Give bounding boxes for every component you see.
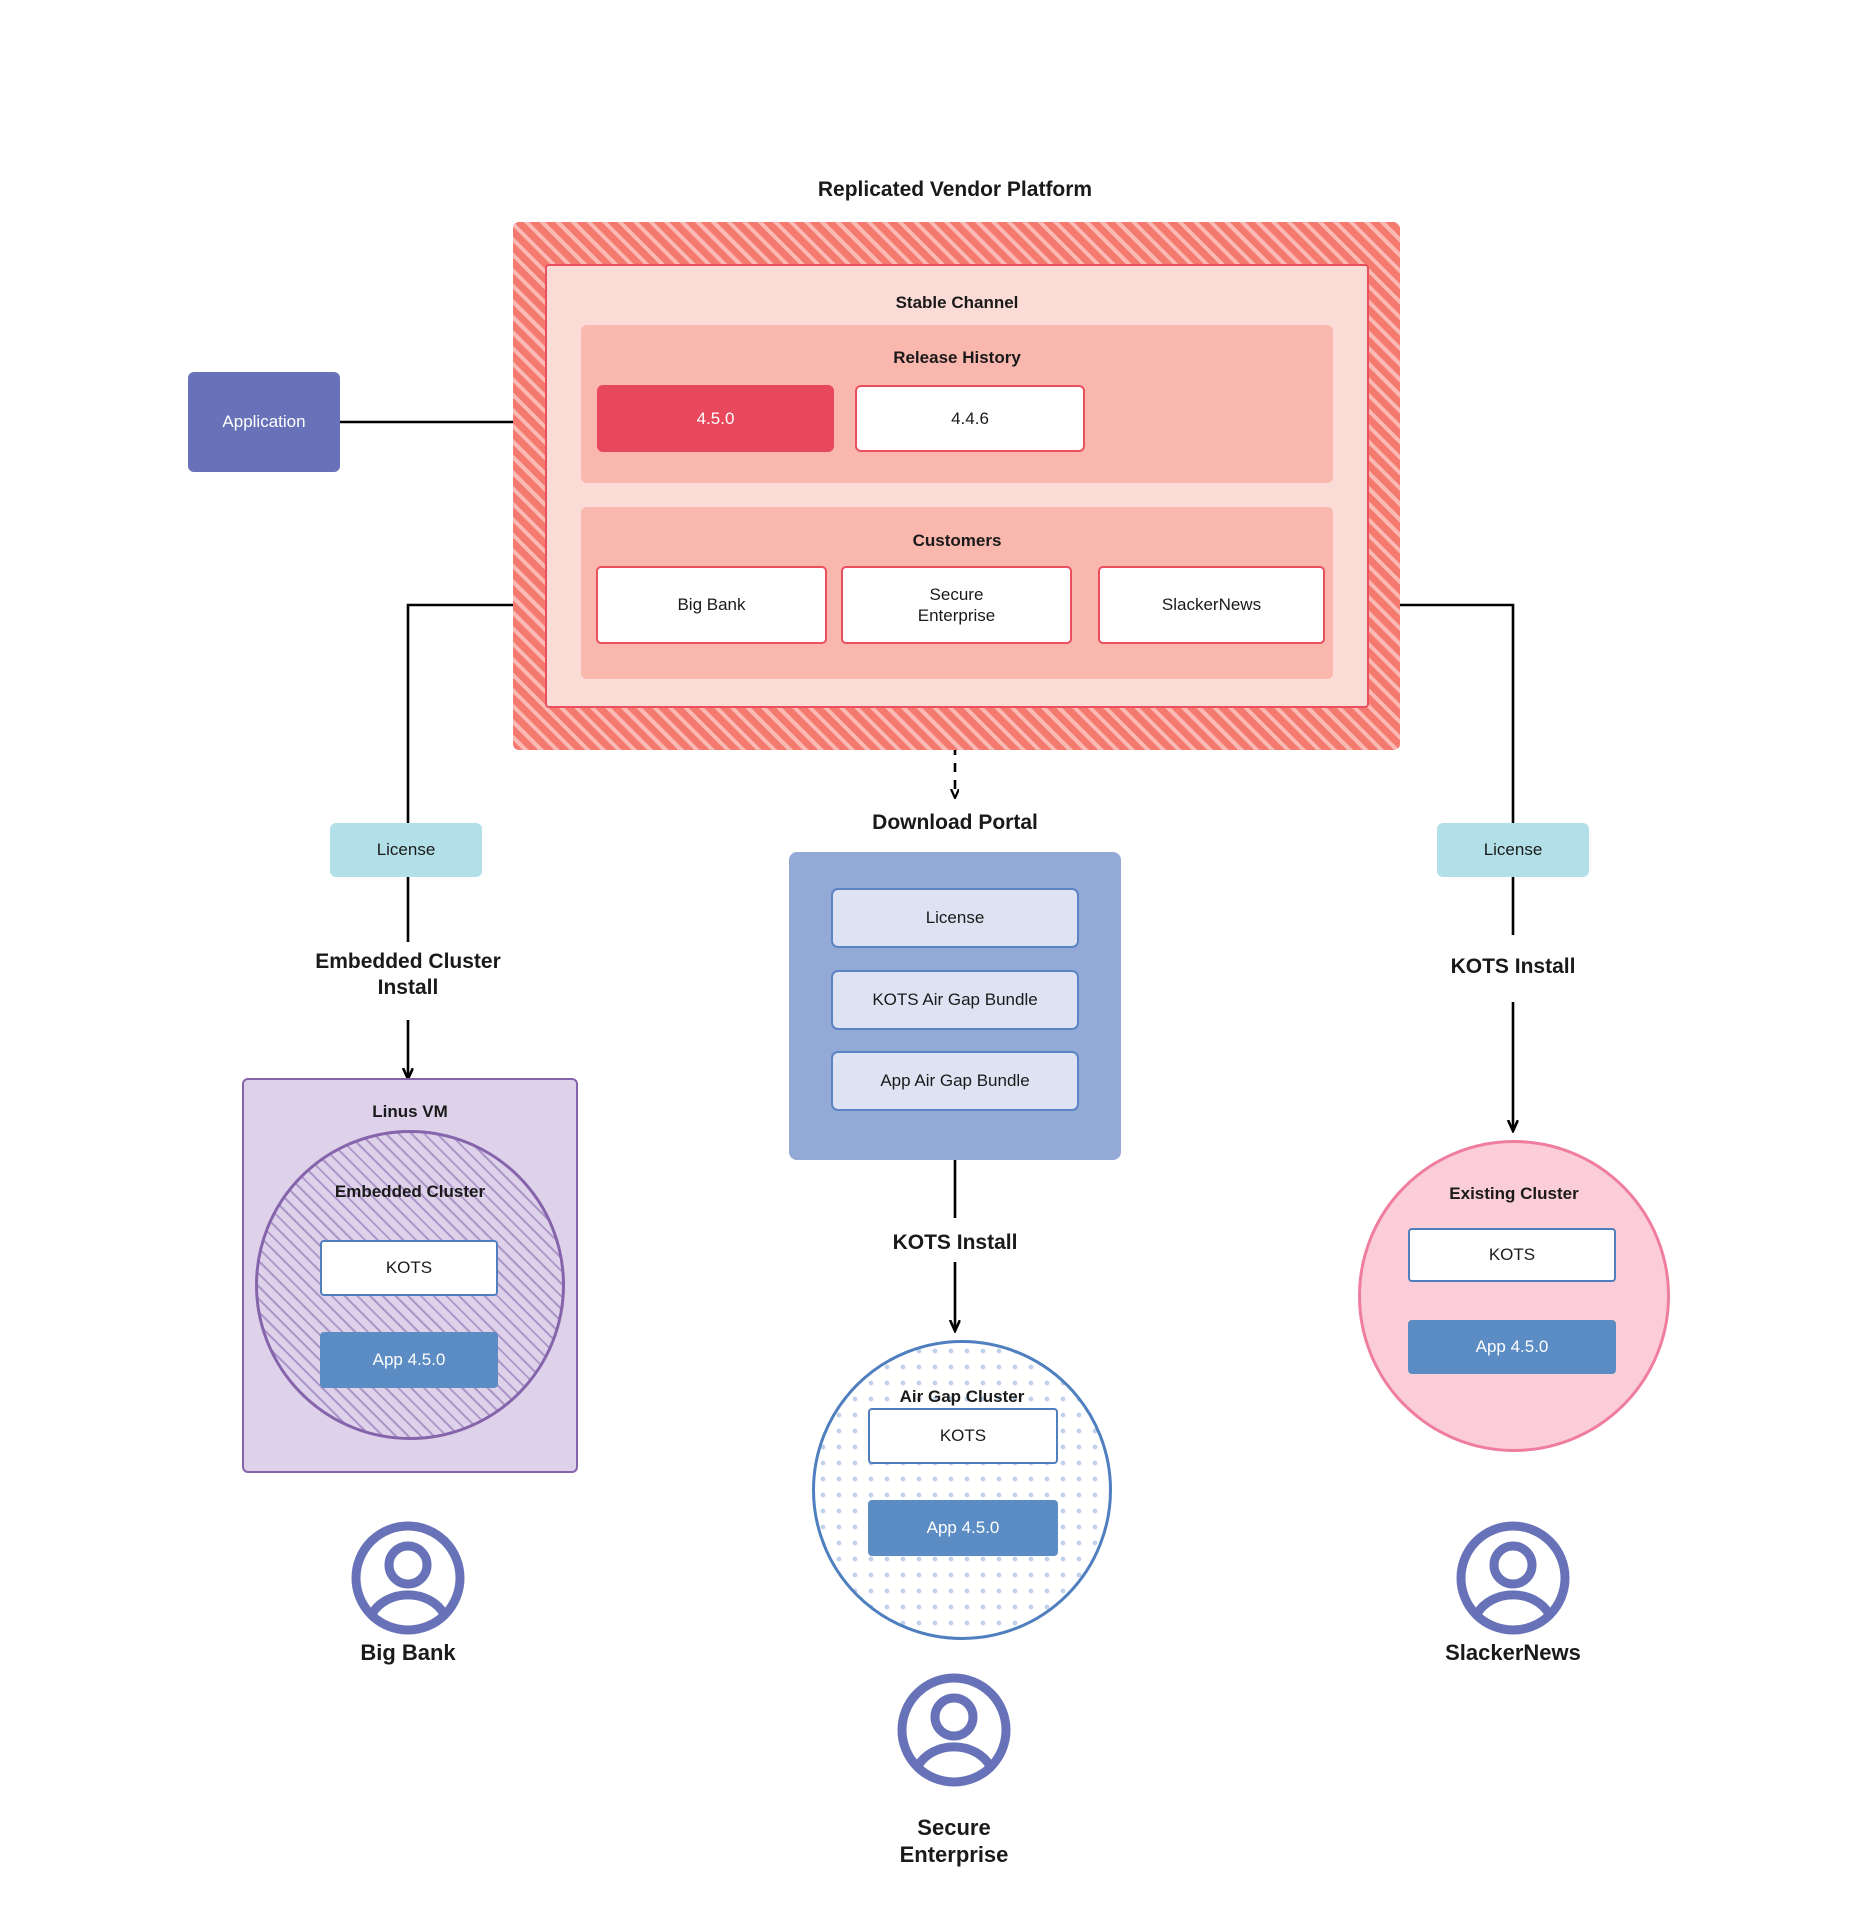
release-history-title: Release History (893, 348, 1021, 368)
kots-box-airgap[interactable]: KOTS (868, 1408, 1058, 1464)
avatar-big-bank (350, 1520, 466, 1636)
app-version-box-airgap[interactable]: App 4.5.0 (868, 1500, 1058, 1556)
customer-label-slackernews: SlackerNews (1445, 1640, 1581, 1666)
portal-item-license[interactable]: License (831, 888, 1079, 948)
customer-box-slackernews[interactable]: SlackerNews (1098, 566, 1325, 644)
embedded-cluster-title: Embedded Cluster (334, 1182, 486, 1202)
customer-label-big-bank: Big Bank (360, 1640, 456, 1666)
customer-box-big-bank[interactable]: Big Bank (596, 566, 827, 644)
stable-channel-title: Stable Channel (895, 293, 1019, 313)
customer-label-secure-enterprise: Secure Enterprise (899, 1814, 1009, 1868)
air-gap-cluster-title: Air Gap Cluster (899, 1387, 1025, 1407)
customers-title: Customers (912, 531, 1002, 551)
edge-label-embedded-cluster-install: Embedded Cluster Install (315, 949, 501, 999)
application-box[interactable]: Application (188, 372, 340, 472)
app-version-box-embedded[interactable]: App 4.5.0 (320, 1332, 498, 1388)
download-portal-title: Download Portal (872, 810, 1038, 834)
kots-box-existing[interactable]: KOTS (1408, 1228, 1616, 1282)
app-version-box-existing[interactable]: App 4.5.0 (1408, 1320, 1616, 1374)
avatar-slackernews (1455, 1520, 1571, 1636)
portal-item-app-air-gap-bundle[interactable]: App Air Gap Bundle (831, 1051, 1079, 1111)
existing-cluster-circle (1358, 1140, 1670, 1452)
linux-vm-title: Linus VM (372, 1102, 448, 1122)
air-gap-cluster-circle (812, 1340, 1112, 1640)
customer-box-secure-enterprise[interactable]: Secure Enterprise (841, 566, 1072, 644)
license-chip-left[interactable]: License (330, 823, 482, 877)
avatar-secure-enterprise (896, 1672, 1012, 1788)
license-chip-right[interactable]: License (1437, 823, 1589, 877)
page-title: Replicated Vendor Platform (817, 177, 1093, 201)
existing-cluster-title: Existing Cluster (1449, 1184, 1579, 1204)
portal-item-kots-air-gap-bundle[interactable]: KOTS Air Gap Bundle (831, 970, 1079, 1030)
edge-label-kots-install-right: KOTS Install (1450, 954, 1576, 978)
kots-box-embedded[interactable]: KOTS (320, 1240, 498, 1296)
release-item-current[interactable]: 4.5.0 (597, 385, 834, 452)
edge-label-kots-install-middle: KOTS Install (892, 1230, 1018, 1254)
release-item-previous[interactable]: 4.4.6 (855, 385, 1085, 452)
